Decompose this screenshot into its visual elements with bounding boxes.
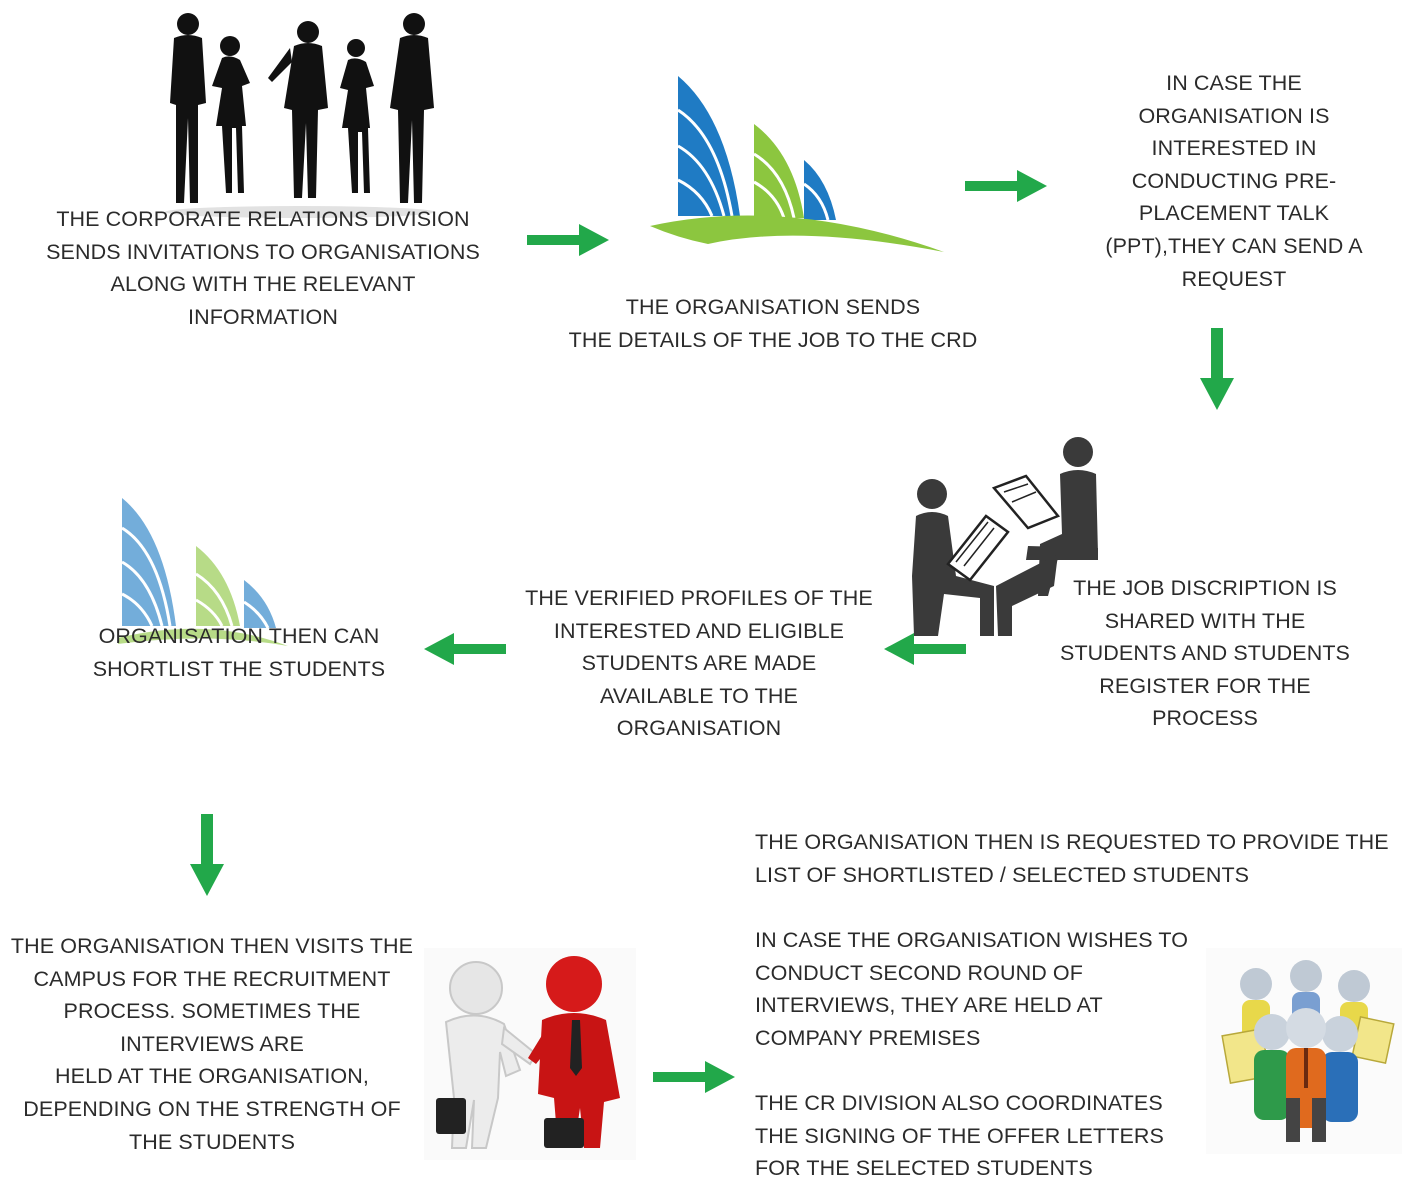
interview-seated-figures-icon xyxy=(912,437,1098,636)
step-5-text: THE VERIFIED PROFILES OF THE INTERESTED … xyxy=(525,586,873,741)
step-4-text: THE JOB DISCRIPTION IS SHARED WITH THE S… xyxy=(1060,576,1350,731)
arrow-right-icon xyxy=(527,224,609,256)
step-7-text: THE ORGANISATION THEN VISITS THE CAMPUS … xyxy=(10,934,414,1154)
step-6-text: ORGANISATION THEN CAN SHORTLIST THE STUD… xyxy=(92,624,386,681)
step-1-text: THE CORPORATE RELATIONS DIVISION SENDS I… xyxy=(46,207,480,329)
arrow-down-icon xyxy=(1200,328,1234,410)
business-people-silhouette-icon xyxy=(165,13,435,218)
arrow-right-icon xyxy=(653,1061,735,1093)
arrow-right-icon xyxy=(965,170,1047,202)
sail-logo-icon xyxy=(118,498,288,646)
step-8a-text: THE ORGANISATION THEN IS REQUESTED TO PR… xyxy=(755,830,1389,887)
arrow-left-icon xyxy=(424,633,506,665)
sail-logo-icon xyxy=(650,76,944,252)
step-2-text: THE ORGANISATION SENDS THE DETAILS OF TH… xyxy=(568,295,978,352)
step-3-text: IN CASE THE ORGANISATION IS INTERESTED I… xyxy=(1105,71,1363,291)
arrow-left-icon xyxy=(884,633,966,665)
group-of-people-icon xyxy=(1206,948,1402,1154)
arrow-down-icon xyxy=(190,814,224,896)
handshake-figures-icon xyxy=(424,948,636,1160)
step-8b-text: IN CASE THE ORGANISATION WISHES TO CONDU… xyxy=(755,928,1189,1050)
step-8c-text: THE CR DIVISION ALSO COORDINATES THE SIG… xyxy=(755,1091,1164,1181)
